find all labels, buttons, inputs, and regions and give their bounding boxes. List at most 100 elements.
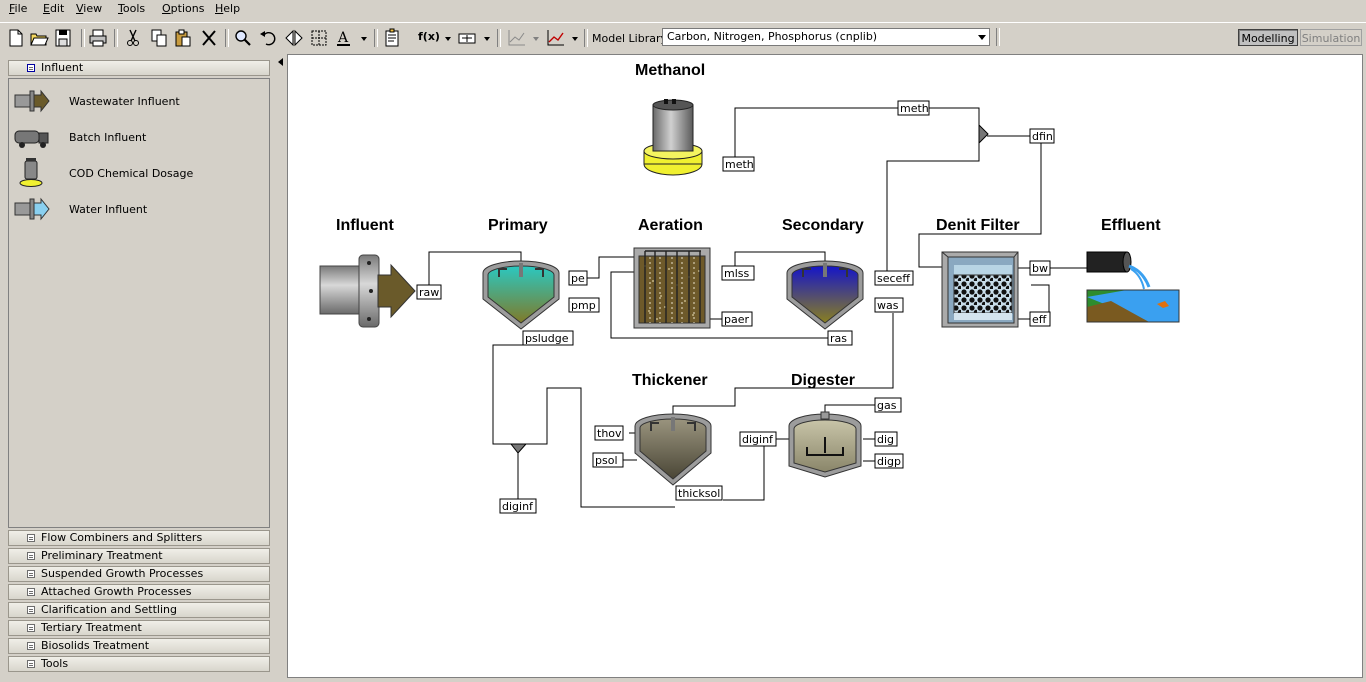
effluent-outfall[interactable] — [1086, 251, 1180, 323]
thickener[interactable] — [634, 413, 712, 486]
methanol-tank[interactable] — [643, 99, 703, 176]
palette-toggle-icon — [27, 570, 35, 578]
menu-tools-mnemonic: T — [118, 2, 123, 15]
port-label-text: psludge — [525, 332, 569, 345]
delete-icon[interactable] — [198, 27, 220, 49]
model-library-select[interactable]: Carbon, Nitrogen, Phosphorus (cnplib) — [662, 28, 990, 46]
rotate-icon[interactable] — [258, 27, 280, 49]
port-box — [675, 485, 723, 501]
menu-file-rest: ile — [14, 2, 28, 15]
copy-icon[interactable] — [148, 27, 170, 49]
port-meth-tank[interactable]: meth — [722, 156, 755, 172]
palette-header-preliminary-treatment[interactable]: Preliminary Treatment — [8, 548, 270, 564]
port-gas[interactable]: gas — [874, 397, 902, 413]
port-label-text: meth — [725, 158, 754, 171]
port-label-text: psol — [595, 454, 618, 467]
port-label-text: was — [877, 299, 899, 312]
palette-header-attached-growth[interactable]: Attached Growth Processes — [8, 584, 270, 600]
cut-icon[interactable] — [122, 27, 144, 49]
chart-dropdown-icon[interactable] — [572, 37, 578, 41]
function-button[interactable]: f(x) — [416, 27, 442, 49]
port-box — [874, 270, 914, 286]
wastewater-influent-icon — [14, 89, 50, 113]
palette-item-water-influent[interactable]: Water Influent — [11, 193, 267, 225]
splitter[interactable] — [509, 443, 528, 454]
paste-icon[interactable] — [172, 27, 194, 49]
menu-view[interactable]: View — [76, 2, 102, 15]
palette-header-tertiary[interactable]: Tertiary Treatment — [8, 620, 270, 636]
port-box — [1029, 128, 1055, 144]
port-thov[interactable]: thov — [594, 425, 624, 441]
port-raw[interactable]: raw — [416, 284, 442, 300]
palette-item-wastewater-influent[interactable]: Wastewater Influent — [11, 85, 267, 117]
chevron-down-icon[interactable] — [978, 35, 986, 40]
port-was[interactable]: was — [874, 297, 904, 313]
palette-header-influent[interactable]: Influent — [8, 60, 270, 76]
primary-clarifier[interactable] — [482, 260, 560, 330]
port-box — [522, 330, 574, 346]
collapse-sidebar-icon[interactable] — [278, 58, 283, 66]
zoom-icon[interactable] — [232, 27, 254, 49]
port-ras[interactable]: ras — [827, 330, 853, 346]
palette-item-cod-chemical-dosage[interactable]: COD Chemical Dosage — [11, 157, 267, 189]
port-mlss[interactable]: mlss — [721, 265, 755, 281]
port-thicksol[interactable]: thicksol — [675, 485, 723, 501]
port-bw[interactable]: bw — [1029, 260, 1051, 276]
input-output-icon[interactable] — [456, 27, 478, 49]
port-diginf-digester[interactable]: diginf — [739, 431, 777, 447]
port-psol[interactable]: psol — [592, 452, 624, 468]
open-folder-icon[interactable] — [28, 27, 50, 49]
influent-unit[interactable] — [319, 254, 416, 328]
text-format-dropdown-icon[interactable] — [361, 37, 367, 41]
notes-icon[interactable] — [381, 27, 403, 49]
port-pmp[interactable]: pmp — [568, 297, 600, 313]
menu-edit[interactable]: Edit — [43, 2, 64, 15]
function-dropdown-icon[interactable] — [445, 37, 451, 41]
port-meth[interactable]: meth — [897, 100, 930, 116]
chart-icon[interactable] — [545, 27, 567, 49]
port-digp[interactable]: digp — [874, 453, 904, 469]
port-label-text: gas — [877, 399, 897, 412]
port-dfin[interactable]: dfin — [1029, 128, 1055, 144]
grid-select-icon[interactable] — [308, 27, 330, 49]
port-label-text: thicksol — [678, 487, 720, 500]
palette-header-flow-combiners[interactable]: Flow Combiners and Splitters — [8, 530, 270, 546]
text-format-icon[interactable]: A — [333, 27, 355, 49]
menu-file[interactable]: File — [9, 2, 27, 15]
save-icon[interactable] — [52, 27, 74, 49]
port-label-text: diginf — [742, 433, 774, 446]
port-label-text: thov — [597, 427, 622, 440]
modelling-mode-button[interactable]: Modelling — [1238, 29, 1298, 46]
port-pe[interactable]: pe — [568, 270, 588, 286]
palette-toggle-icon — [27, 624, 35, 632]
menu-options[interactable]: Options — [162, 2, 204, 15]
menu-tools[interactable]: Tools — [118, 2, 145, 15]
port-eff[interactable]: eff — [1029, 311, 1051, 327]
digester[interactable] — [788, 411, 862, 478]
port-dig[interactable]: dig — [874, 431, 898, 447]
chart-disabled-icon — [506, 27, 528, 49]
input-output-dropdown-icon[interactable] — [484, 37, 490, 41]
port-paer[interactable]: paer — [721, 311, 753, 327]
new-file-icon[interactable] — [5, 27, 27, 49]
port-seceff[interactable]: seceff — [874, 270, 914, 286]
port-psludge[interactable]: psludge — [522, 330, 574, 346]
palette-item-batch-influent[interactable]: Batch Influent — [11, 121, 267, 153]
palette-header-biosolids[interactable]: Biosolids Treatment — [8, 638, 270, 654]
toolbar-separator — [996, 28, 1000, 46]
simulation-mode-button[interactable]: Simulation — [1300, 29, 1362, 46]
palette-header-suspended-growth[interactable]: Suspended Growth Processes — [8, 566, 270, 582]
flowsheet-canvas[interactable]: Methanol Influent Primary Aeration Secon… — [287, 54, 1363, 678]
unit-title-thickener: Thickener — [632, 372, 708, 389]
combiner[interactable] — [978, 123, 989, 145]
port-diginf-splitter[interactable]: diginf — [499, 498, 537, 514]
menu-help[interactable]: Help — [215, 2, 240, 15]
secondary-clarifier[interactable] — [786, 260, 864, 330]
print-icon[interactable] — [87, 27, 109, 49]
palette-header-label: Tools — [41, 657, 69, 670]
palette-header-tools[interactable]: Tools — [8, 656, 270, 672]
denit-filter[interactable] — [941, 251, 1019, 328]
palette-header-clarification[interactable]: Clarification and Settling — [8, 602, 270, 618]
aeration-tank[interactable] — [633, 247, 711, 329]
flip-icon[interactable] — [283, 27, 305, 49]
